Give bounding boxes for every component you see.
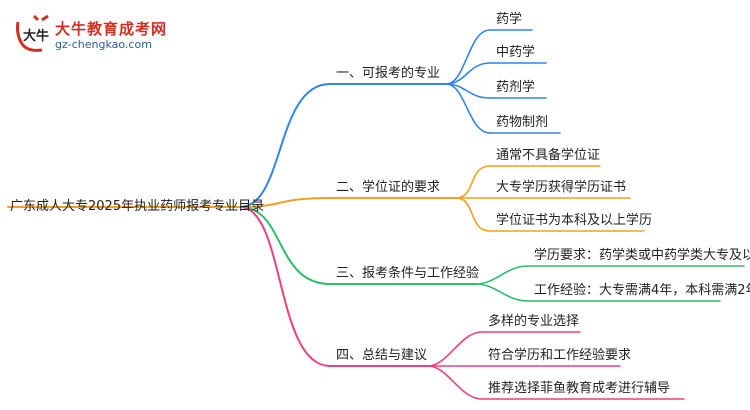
leaf-1-4: 药物制剂 xyxy=(496,115,549,130)
leaf-2-3-connector xyxy=(455,197,491,232)
leaf-4-2: 符合学历和工作经验要求 xyxy=(488,348,632,363)
leaf-3-1-connector xyxy=(475,265,529,285)
leaf-1-1-connector xyxy=(445,29,491,85)
root-node: 广东成人大专2025年执业药师报考专业目录 xyxy=(10,199,265,214)
leaf-4-1-connector xyxy=(427,331,483,367)
leaf-2-3: 学位证书为本科及以上学历 xyxy=(496,213,653,228)
branch-2-connector xyxy=(239,197,331,208)
leaf-1-2-connector xyxy=(445,62,491,85)
leaf-4-3: 推荐选择菲鱼教育成考进行辅导 xyxy=(488,381,671,396)
branch-3-label: 三、报考条件与工作经验 xyxy=(336,266,480,281)
logo-title: 大牛教育成考网 xyxy=(55,20,168,38)
leaf-3-2-connector xyxy=(475,283,529,302)
branch-2-label: 二、学位证的要求 xyxy=(336,180,441,195)
logo-mark-text: 大牛 xyxy=(23,28,49,44)
branch-4-connector xyxy=(239,206,331,367)
leaf-1-2: 中药学 xyxy=(496,45,536,60)
leaf-4-3-connector xyxy=(427,365,483,400)
logo-url: gz-chengkao.com xyxy=(55,38,152,51)
leaf-1-3: 药剂学 xyxy=(496,80,536,95)
branch-3-connector xyxy=(239,206,331,285)
branch-4-label: 四、总结与建议 xyxy=(336,348,428,363)
branch-1-connector xyxy=(239,83,331,208)
leaf-3-1: 学历要求：药学类或中药学类大专及以上 xyxy=(534,248,750,263)
leaf-4-1: 多样的专业选择 xyxy=(488,314,580,329)
leaf-2-1: 通常不具备学位证 xyxy=(496,148,601,163)
leaf-3-2: 工作经验：大专需满4年，本科需满2年 xyxy=(534,283,750,298)
branch-1-label: 一、可报考的专业 xyxy=(336,66,441,81)
leaf-1-4-connector xyxy=(445,83,491,134)
leaf-2-1-connector xyxy=(455,165,491,199)
logo-mark-icon: 大牛 xyxy=(16,14,49,52)
leaf-1-1: 药学 xyxy=(496,12,523,27)
leaf-2-2: 大专学历获得学历证书 xyxy=(496,180,627,195)
